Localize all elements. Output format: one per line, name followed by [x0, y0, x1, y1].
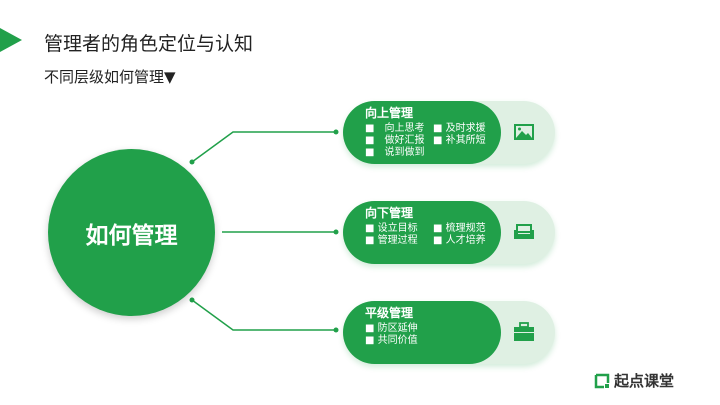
list-item: ■ 向上思考: [365, 123, 425, 134]
brand-logo: 起点课堂: [594, 370, 674, 391]
card-peer: 平级管理 ■ 防区延伸 ■ 共同价值: [343, 301, 555, 364]
list-item: ■ 做好汇报: [365, 135, 425, 146]
list-item: ■ 补其所短: [433, 135, 486, 146]
page-title: 管理者的角色定位与认知: [44, 33, 254, 55]
list-item: ■ 管理过程: [365, 235, 418, 246]
card-title: 向上管理: [365, 106, 414, 120]
sofa-icon: [514, 224, 534, 239]
image-icon: [514, 124, 534, 140]
brand-logo-icon: [594, 373, 610, 388]
center-circle: 如何管理: [48, 149, 215, 316]
list-item: ■ 防区延伸: [365, 323, 418, 334]
list-item: ■ 人才培养: [433, 235, 486, 246]
list-item: ■ 设立目标: [365, 223, 418, 234]
page-subtitle: 不同层级如何管理▼: [44, 68, 176, 86]
list-item: ■ 说到做到: [365, 147, 425, 158]
list-item: ■ 共同价值: [365, 335, 418, 346]
title-marker-icon: [0, 28, 22, 52]
brand-name: 起点课堂: [614, 372, 675, 390]
list-item: ■ 梳理规范: [433, 223, 486, 234]
card-downward: 向下管理 ■ 设立目标 ■ 梳理规范 ■ 管理过程 ■ 人才培养: [343, 201, 555, 264]
card-upward: 向上管理 ■ 向上思考 ■ 及时求援 ■ 做好汇报 ■ 补其所短 ■ 说到做到: [343, 101, 555, 164]
card-title: 向下管理: [365, 206, 414, 220]
briefcase-icon: [514, 322, 534, 341]
card-title: 平级管理: [365, 306, 414, 320]
list-item: ■ 及时求援: [433, 123, 486, 134]
